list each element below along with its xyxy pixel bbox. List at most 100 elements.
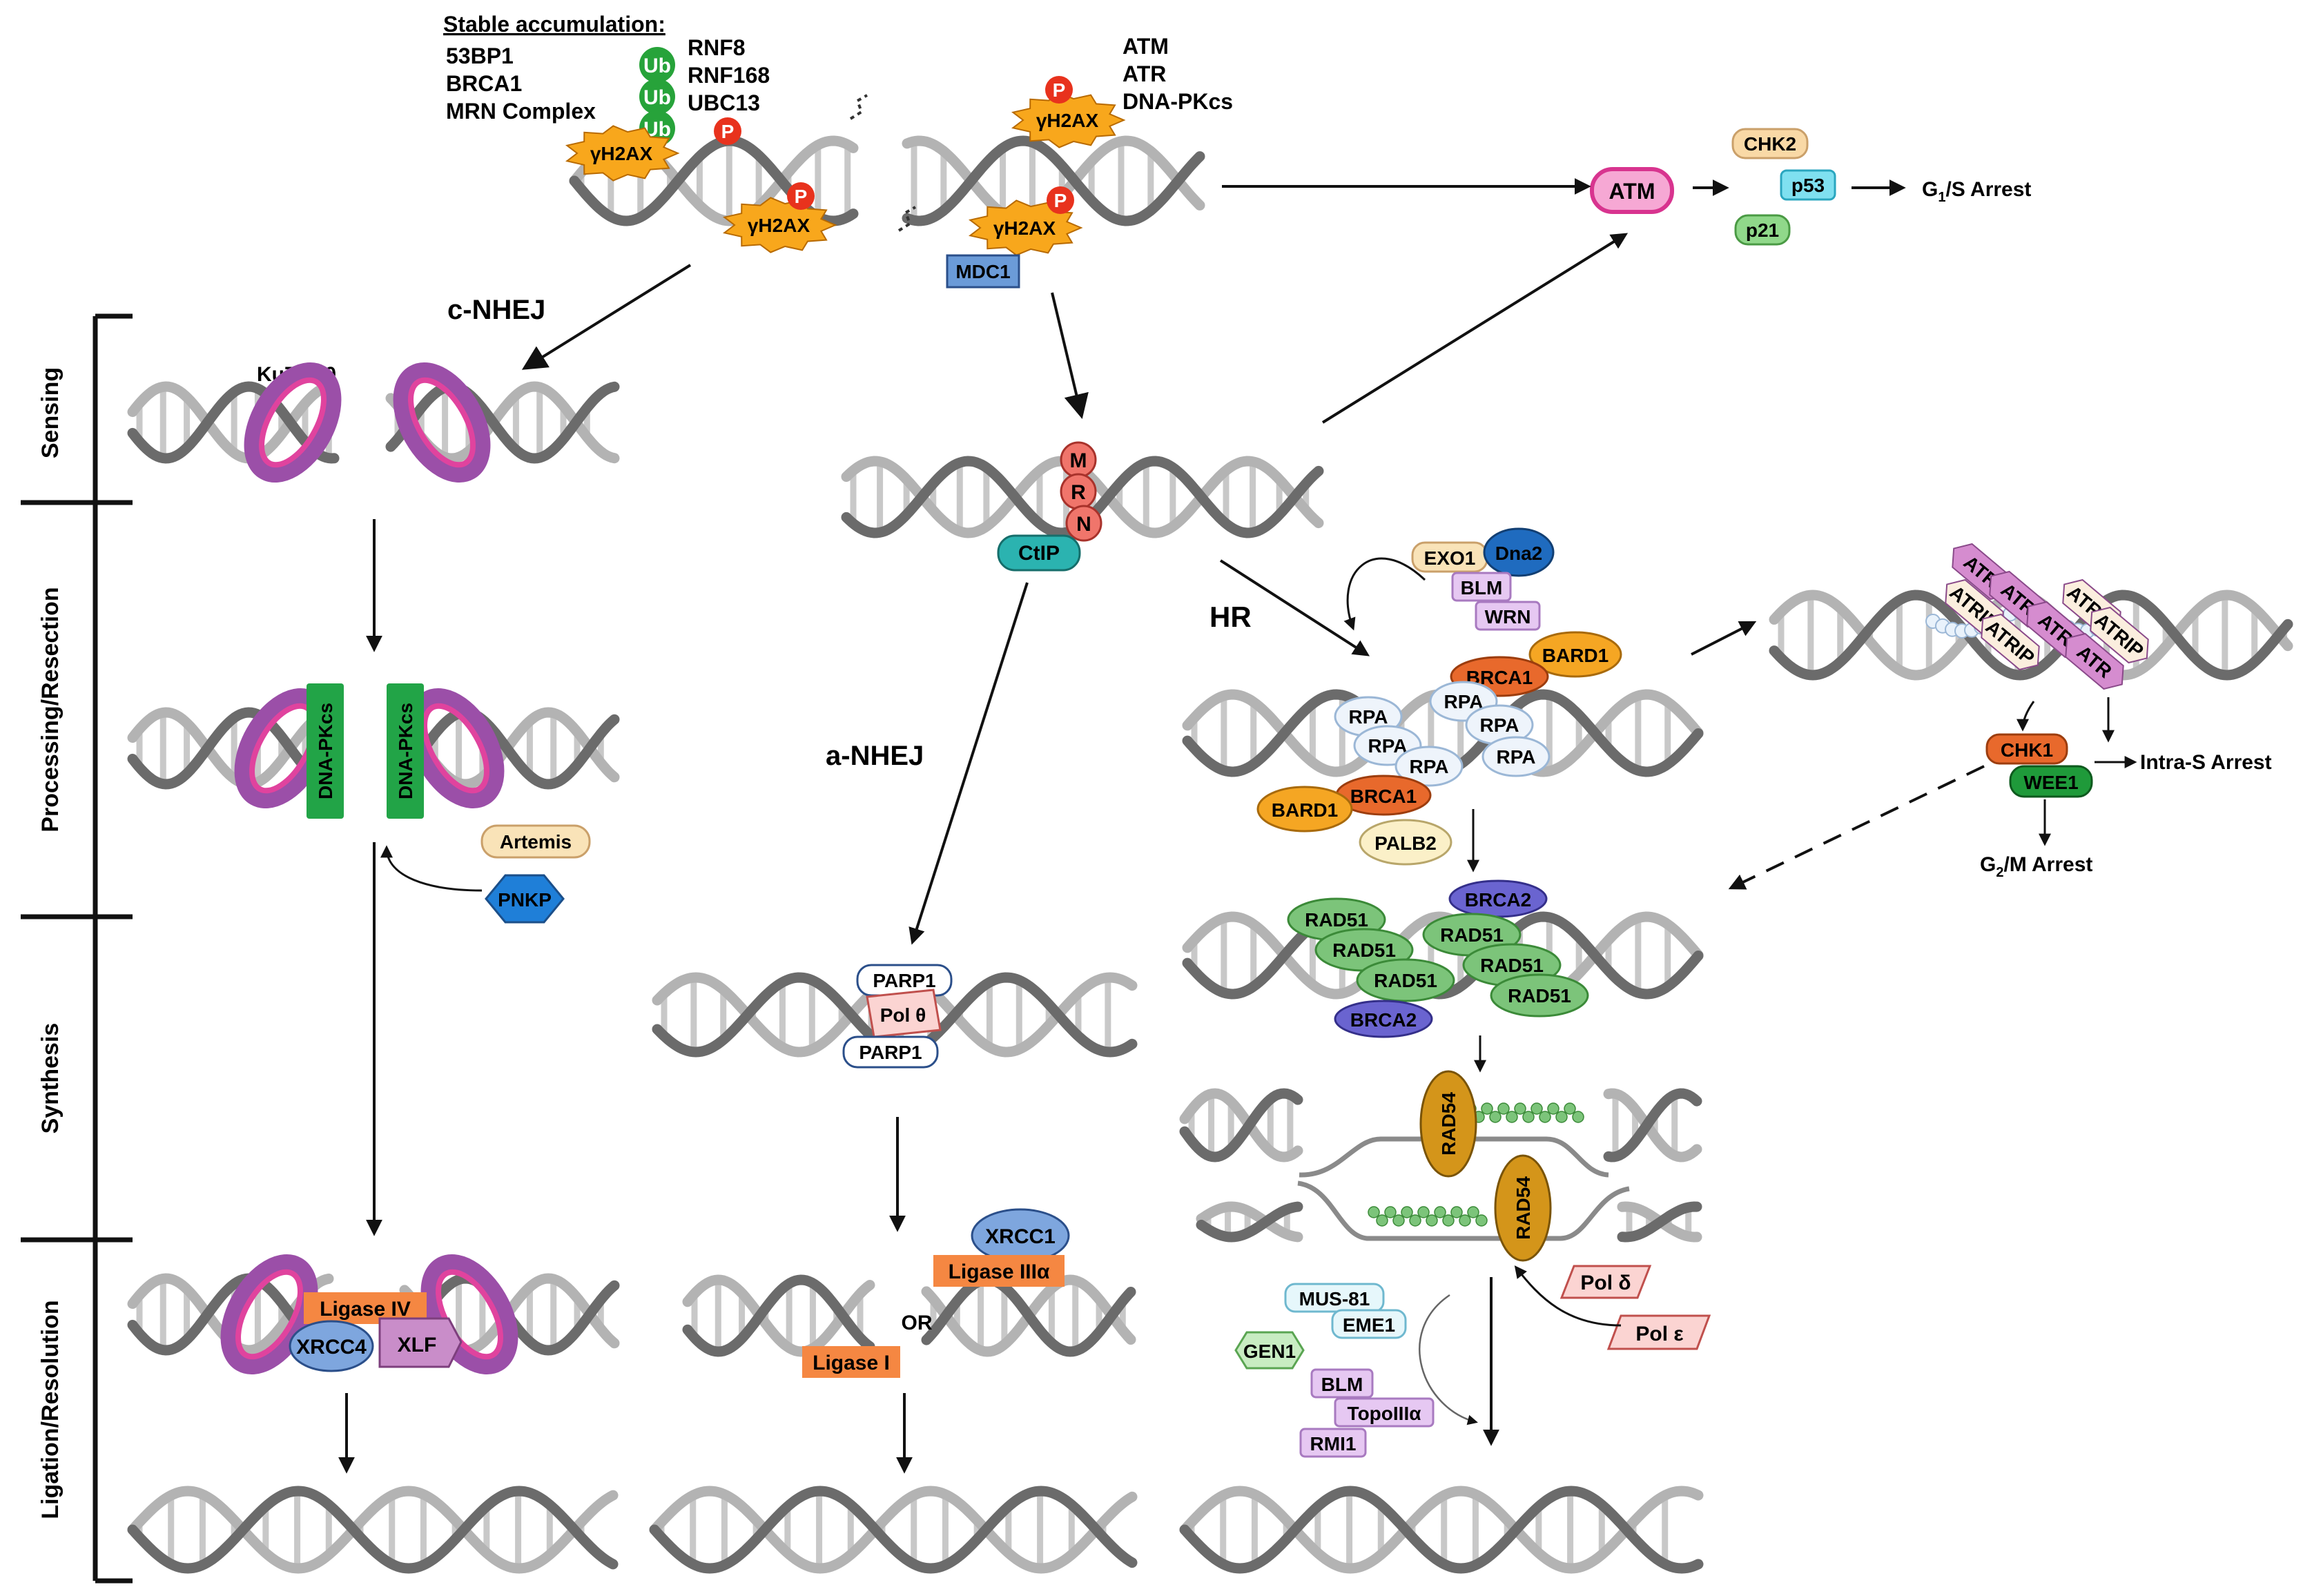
stage-processing: Processing/Resection [37, 587, 64, 832]
pol-theta-node: Pol θ [866, 989, 942, 1038]
anhej-title: a-NHEJ [826, 741, 924, 771]
ub-label-1: Ub [643, 55, 671, 77]
bard1-top-node: BARD1 [1528, 631, 1622, 678]
pnkp-node: PNKP [485, 874, 565, 924]
or-label: OR [902, 1312, 933, 1334]
rad51-label-1: RAD51 [1305, 909, 1368, 931]
gh2ax-3-label: γH2AX [1036, 110, 1099, 131]
atm-node: ATM [1590, 167, 1674, 214]
intra-s-arrest-label: Intra-S Arrest [2140, 751, 2272, 774]
mrn-complex: M R N [1060, 441, 1102, 542]
arrow-mrn-to-hr [1219, 559, 1370, 656]
rad54-top-node: RAD54 [1419, 1070, 1477, 1178]
palb2-node: PALB2 [1359, 819, 1452, 866]
stage-synthesis: Synthesis [37, 1023, 64, 1134]
artemis-node: Artemis [480, 824, 591, 859]
bard1-top-label: BARD1 [1542, 645, 1609, 666]
bard1-bottom-label: BARD1 [1272, 799, 1338, 821]
rad54-bottom-node: RAD54 [1494, 1154, 1552, 1262]
phospho-3: P [1045, 76, 1073, 104]
p53-label: p53 [1791, 175, 1825, 196]
rpa-label-4: RPA [1444, 691, 1483, 712]
cnhej-title: c-NHEJ [447, 295, 545, 325]
rad51-filament-beads [1368, 1102, 1584, 1227]
arrow-mrn-to-anhej [908, 582, 1029, 945]
phospho-2-label: P [795, 186, 808, 207]
phospho-2: P [787, 182, 815, 210]
arrow-atr-to-chk1 [2017, 701, 2035, 732]
hr-title: HR [1209, 601, 1252, 633]
blm-resolution-label: BLM [1321, 1374, 1363, 1395]
rad51-label-2: RAD51 [1332, 940, 1396, 961]
ubiquitin-chain: Ub Ub Ub [639, 47, 675, 146]
mrn-m-label: M [1070, 449, 1087, 472]
gh2ax-4-label: γH2AX [993, 217, 1056, 239]
stage-sensing: Sensing [37, 367, 64, 458]
parp1-top-node: PARP1 [856, 964, 953, 997]
mus81-node: MUS-81 [1284, 1283, 1385, 1313]
dna-cnhej-final [127, 1486, 619, 1574]
arrow-hr-to-atm [1321, 233, 1629, 424]
dnapkcs-left-label: DNA-PKcs [315, 703, 336, 799]
rpa-label-2: RPA [1368, 735, 1407, 757]
kinase-dnapkcs: DNA-PKcs [1123, 89, 1233, 114]
ligase-iv-label: Ligase IV [320, 1298, 411, 1321]
kinase-atr: ATR [1123, 61, 1166, 86]
brca2-bottom-label: BRCA2 [1350, 1009, 1417, 1031]
ctip-label: CtIP [1018, 542, 1060, 565]
arrow-to-mrn [1051, 292, 1089, 420]
rad51-label-3: RAD51 [1374, 970, 1437, 991]
ligase-iii-label: Ligase IIIα [949, 1261, 1050, 1283]
dna2-label: Dna2 [1495, 543, 1542, 564]
ligase-i-label: Ligase I [813, 1352, 890, 1374]
ub-enzyme-rnf168: RNF168 [688, 63, 770, 88]
ub-enzyme-ubc13: UBC13 [688, 90, 760, 115]
brca1-bottom-label: BRCA1 [1350, 786, 1417, 807]
phospho-1: P [714, 117, 741, 145]
xrcc4-label: XRCC4 [296, 1336, 367, 1359]
stable-item-brca1: BRCA1 [446, 71, 522, 96]
arrow-pnkp-to-processing [380, 845, 483, 892]
dnapkcs-left: DNA-PKcs [307, 683, 344, 819]
gh2ax-2-label: γH2AX [748, 215, 810, 236]
stage-bracket [21, 313, 133, 1584]
exo1-label: EXO1 [1424, 547, 1476, 569]
xrcc1-label: XRCC1 [985, 1225, 1056, 1248]
phospho-4-label: P [1054, 190, 1067, 211]
gh2ax-4: γH2AX [968, 200, 1083, 256]
phospho-3-label: P [1053, 79, 1066, 101]
stable-item-53bp1: 53BP1 [446, 43, 514, 68]
pol-eps-node: Pol ε [1606, 1314, 1711, 1350]
kinase-atm: ATM [1123, 34, 1169, 59]
rpa-label-6: RPA [1496, 746, 1535, 768]
arrow-resolvase [1419, 1294, 1478, 1425]
ku-ring-sensing-right [393, 362, 491, 483]
ku-rings [220, 362, 518, 1374]
dna-anhej-ligation-left [682, 1274, 875, 1357]
dna-anhej-ligation-right [921, 1274, 1136, 1357]
rad51-node-6: RAD51 [1490, 973, 1589, 1018]
ku-ring-ligation-left [220, 1254, 318, 1374]
gen1-label: GEN1 [1243, 1341, 1296, 1362]
gh2ax-3: γH2AX [1011, 92, 1126, 148]
rpa-label-3: RPA [1409, 756, 1448, 777]
dna-cnhej-sensing-left [127, 381, 340, 464]
phospho-4: P [1047, 186, 1074, 214]
rad54-bottom-label: RAD54 [1513, 1176, 1534, 1240]
rad51-label-4: RAD51 [1440, 924, 1504, 946]
gen1-node: GEN1 [1234, 1331, 1305, 1370]
pol-delta-node: Pol δ [1559, 1265, 1652, 1299]
arrow-to-atr [1691, 621, 1757, 656]
gh2ax-1-label: γH2AX [590, 143, 653, 164]
pnkp-label: PNKP [498, 889, 552, 911]
rpa-label-1: RPA [1348, 706, 1388, 728]
p21-node: p21 [1734, 214, 1791, 246]
dna-helices [127, 135, 2293, 1574]
xlf-node: XLF [378, 1317, 463, 1368]
atm-label: ATM [1609, 179, 1655, 204]
chk2-label: CHK2 [1744, 133, 1796, 155]
wee1-node: WEE1 [2009, 765, 2093, 798]
